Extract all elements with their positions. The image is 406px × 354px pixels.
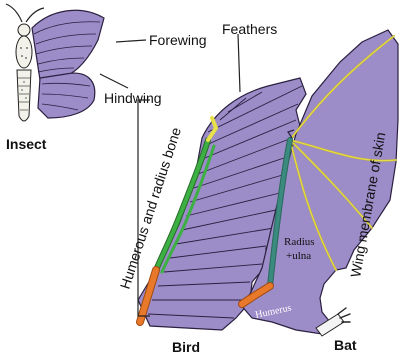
radius-ulna-label-2: +ulna [286, 250, 311, 262]
insect-label: Insect [6, 136, 47, 152]
forewing-label: Forewing [149, 32, 207, 48]
forewing-pointer [116, 40, 146, 42]
feathers-pointer [238, 34, 240, 92]
radius-ulna-label-1: Radius [284, 236, 315, 248]
feathers-label: Feathers [222, 21, 277, 37]
bird-label: Bird [172, 339, 200, 354]
hindwing-pointer [100, 74, 128, 88]
hindwing-label: Hindwing [104, 90, 162, 106]
insect-forewing [32, 10, 104, 80]
bat-label: Bat [334, 337, 357, 353]
